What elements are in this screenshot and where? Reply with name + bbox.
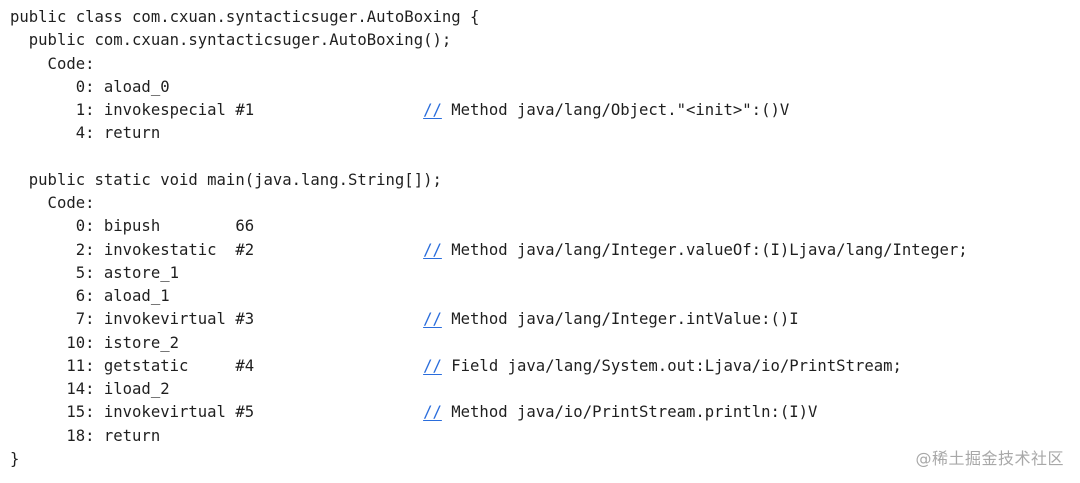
code-line: 7: invokevirtual #3 // Method java/lang/… <box>10 310 799 329</box>
code-line: 18: return <box>10 426 161 445</box>
code-line: 2: invokestatic #2 // Method java/lang/I… <box>10 240 968 259</box>
comment-text: Method java/lang/Integer.valueOf:(I)Ljav… <box>441 240 968 259</box>
code-line: public com.cxuan.syntacticsuger.AutoBoxi… <box>10 31 452 50</box>
code-line: 14: iload_2 <box>10 380 170 398</box>
code-line: 0: bipush 66 <box>10 217 255 236</box>
comment-marker: // <box>423 240 442 259</box>
code-line: Code: <box>10 54 95 73</box>
bytecode-listing: public class com.cxuan.syntacticsuger.Au… <box>10 6 1070 471</box>
code-line: 0: aload_0 <box>10 77 170 96</box>
code-line: 5: astore_1 <box>10 263 179 282</box>
code-line: 6: aload_1 <box>10 287 170 305</box>
code-line: public class com.cxuan.syntacticsuger.Au… <box>10 8 480 26</box>
comment-text: Field java/lang/System.out:Ljava/io/Prin… <box>441 356 902 375</box>
code-line: } <box>10 449 20 468</box>
code-line: 10: istore_2 <box>10 333 179 352</box>
code-line <box>10 146 1070 169</box>
comment-marker: // <box>423 310 442 329</box>
comment-marker: // <box>423 403 442 422</box>
code-line: 1: invokespecial #1 // Method java/lang/… <box>10 101 790 119</box>
comment-text: Method java/lang/Integer.intValue:()I <box>441 310 799 329</box>
code-line: Code: <box>10 194 95 212</box>
watermark: @稀土掘金技术社区 <box>915 449 1064 468</box>
comment-marker: // <box>423 356 442 375</box>
code-line: 15: invokevirtual #5 // Method java/io/P… <box>10 403 818 422</box>
code-line: public static void main(java.lang.String… <box>10 170 442 189</box>
code-line: 4: return <box>10 124 161 143</box>
comment-text: Method java/io/PrintStream.println:(I)V <box>441 403 818 422</box>
comment-marker: // <box>423 101 442 119</box>
code-line: 11: getstatic #4 // Field java/lang/Syst… <box>10 356 902 375</box>
comment-text: Method java/lang/Object."<init>":()V <box>441 101 790 119</box>
